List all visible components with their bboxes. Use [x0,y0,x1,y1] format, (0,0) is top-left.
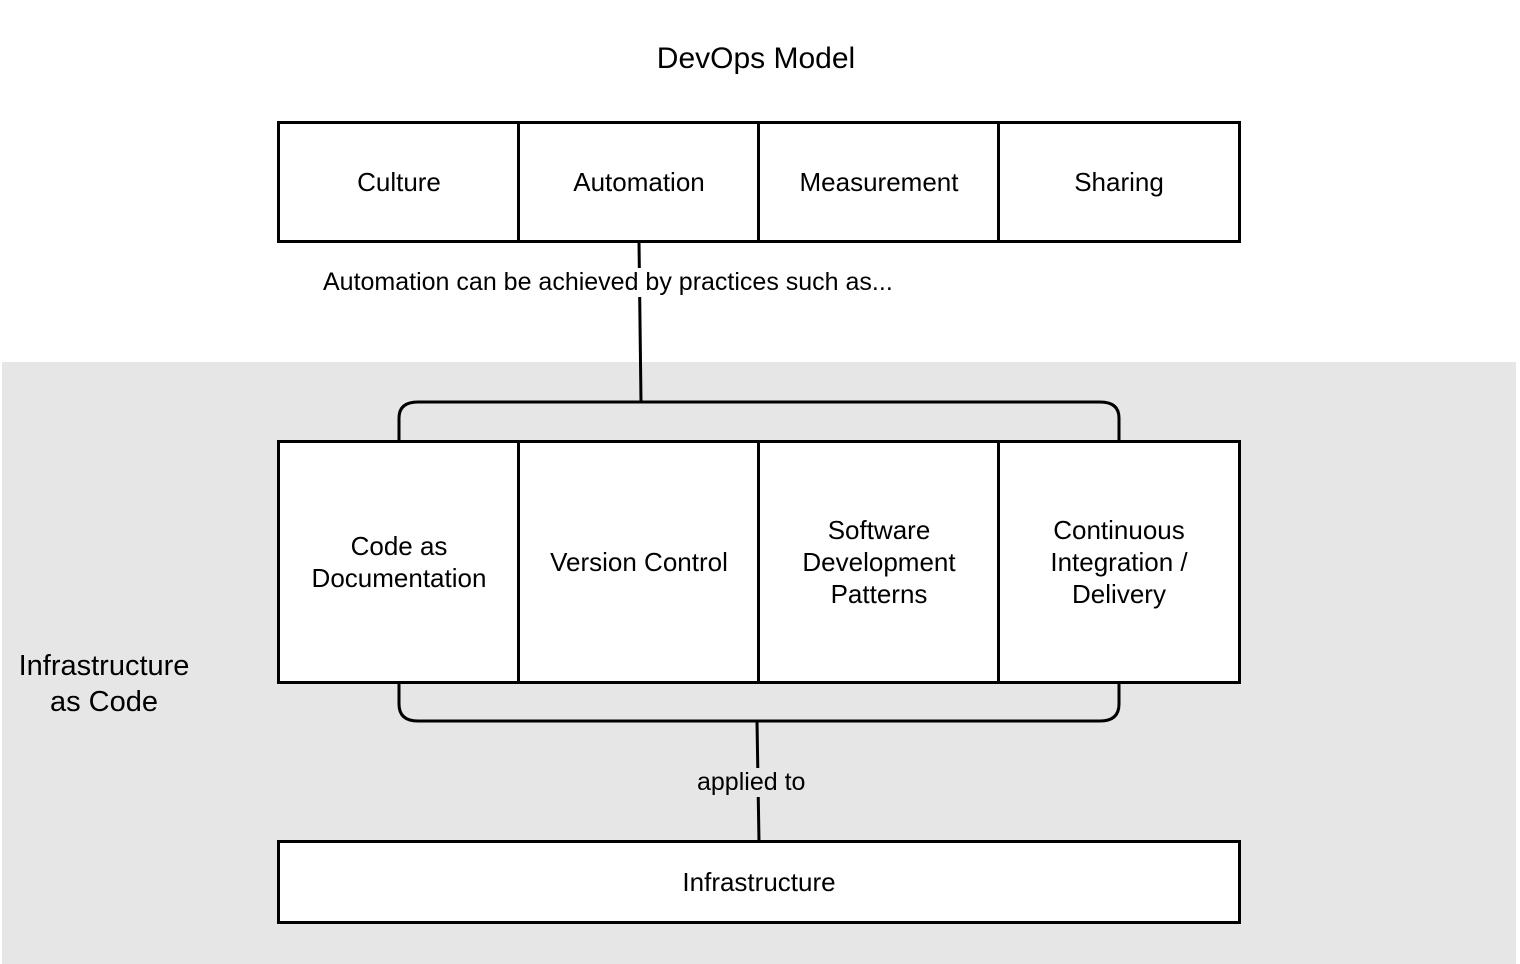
pillar-culture: Culture [277,121,521,243]
pillar-sharing: Sharing [997,121,1241,243]
applied-to-label: applied to [694,768,809,797]
pillar-measurement: Measurement [757,121,1001,243]
automation-note-label: Automation can be achieved by practices … [320,268,896,297]
infrastructure-box: Infrastructure [277,840,1241,924]
infrastructure-as-code-label: Infrastructure as Code [18,650,190,718]
practice-continuous-integration-delivery: Continuous Integration / Delivery [997,440,1241,684]
pillar-culture-label: Culture [357,167,441,197]
practice-software-development-patterns-label: Software Development Patterns [802,515,956,609]
practice-software-development-patterns: Software Development Patterns [757,440,1001,684]
practice-continuous-integration-delivery-label: Continuous Integration / Delivery [1050,515,1188,609]
practice-version-control: Version Control [517,440,761,684]
practice-code-as-documentation-label: Code as Documentation [311,531,487,593]
practice-code-as-documentation: Code as Documentation [277,440,521,684]
practice-version-control-label: Version Control [550,547,728,577]
practices-top-bracket [397,400,1121,440]
automation-to-practices-connector [637,241,643,403]
infrastructure-label: Infrastructure [682,867,836,897]
diagram-title: DevOps Model [656,42,856,75]
pillar-automation: Automation [517,121,761,243]
pillar-automation-label: Automation [573,167,705,197]
practices-bottom-bracket [397,682,1121,723]
pillar-sharing-label: Sharing [1074,167,1164,197]
pillar-measurement-label: Measurement [799,167,959,197]
